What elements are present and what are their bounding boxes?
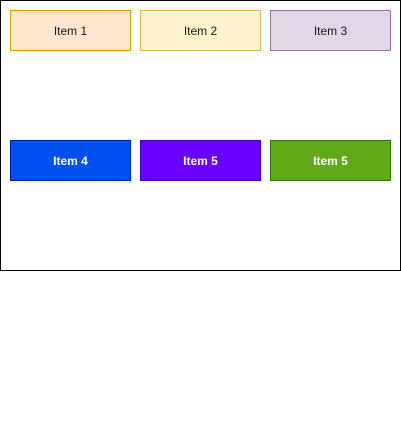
item-1-label: Item 1 xyxy=(53,23,88,38)
item-5-purple-box[interactable]: Item 5 xyxy=(140,140,261,181)
item-3-label: Item 3 xyxy=(313,23,348,38)
item-4-box[interactable]: Item 4 xyxy=(10,140,131,181)
container-frame: Item 1 Item 2 Item 3 Item 4 Item 5 Item … xyxy=(0,0,401,271)
item-5-green-box[interactable]: Item 5 xyxy=(270,140,391,181)
item-1-box[interactable]: Item 1 xyxy=(10,10,131,51)
item-5-green-label: Item 5 xyxy=(313,153,348,168)
item-4-label: Item 4 xyxy=(53,153,88,168)
item-5-purple-label: Item 5 xyxy=(183,153,218,168)
item-2-label: Item 2 xyxy=(183,23,218,38)
item-3-box[interactable]: Item 3 xyxy=(270,10,391,51)
item-2-box[interactable]: Item 2 xyxy=(140,10,261,51)
